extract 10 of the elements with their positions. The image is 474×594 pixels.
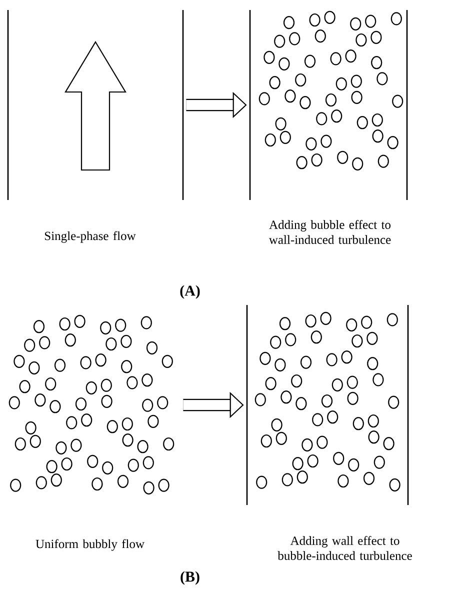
node-label: Adding bubble effect to wall-induced turbulence [268, 220, 391, 244]
node-label: Adding wall effect to bubble-induced turbulence [278, 536, 412, 560]
panel-label: (A) [180, 285, 200, 299]
channel-drawing [249, 10, 408, 200]
node-label: Uniform bubbly flow [36, 539, 144, 551]
channel-drawing [246, 305, 409, 505]
panel-label: (B) [180, 571, 200, 585]
bubbles-drawing [8, 314, 174, 494]
channel-drawing [7, 10, 184, 200]
node-label: Single-phase flow [45, 231, 136, 243]
